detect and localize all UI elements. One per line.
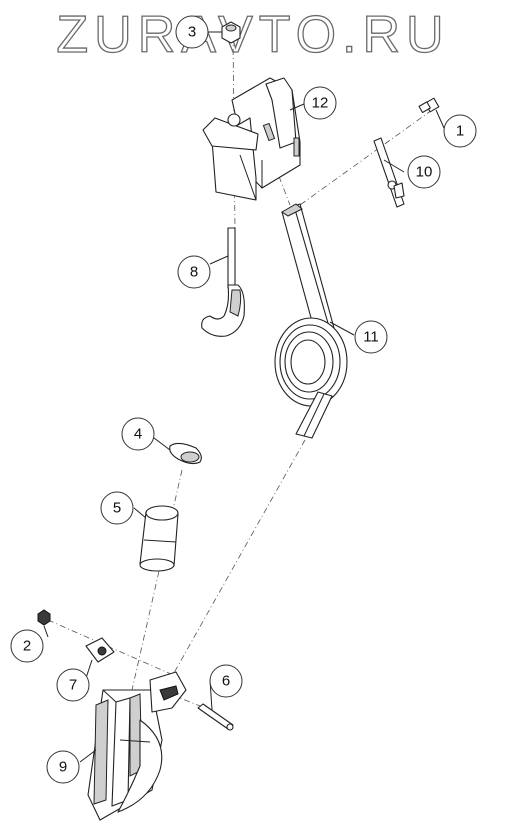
svg-text:9: 9 bbox=[59, 759, 67, 776]
leader-lines bbox=[43, 31, 445, 763]
part-7-plate bbox=[85, 637, 115, 663]
callout-7: 7 bbox=[56, 668, 90, 702]
svg-text:11: 11 bbox=[363, 329, 379, 346]
watermark-logo: ZURAVTO.RU bbox=[56, 6, 449, 64]
callout-11: 11 bbox=[354, 320, 388, 354]
svg-text:7: 7 bbox=[69, 677, 77, 694]
callout-1: 1 bbox=[443, 114, 477, 148]
callout-4: 4 bbox=[121, 417, 155, 451]
callout-12: 12 bbox=[303, 86, 337, 120]
callout-6: 6 bbox=[209, 664, 243, 698]
part-4-clip bbox=[169, 442, 202, 465]
callout-2: 2 bbox=[10, 629, 44, 663]
part-6-pin bbox=[197, 703, 234, 731]
part-12-bracket bbox=[202, 77, 301, 201]
callout-9: 9 bbox=[46, 750, 80, 784]
svg-text:1: 1 bbox=[456, 123, 464, 140]
svg-text:4: 4 bbox=[134, 426, 142, 443]
callout-10: 10 bbox=[407, 155, 441, 189]
part-2-nut bbox=[37, 609, 51, 626]
svg-text:12: 12 bbox=[312, 95, 329, 112]
svg-text:2: 2 bbox=[23, 638, 31, 655]
svg-text:8: 8 bbox=[190, 264, 198, 281]
callout-8: 8 bbox=[177, 255, 211, 289]
part-9-housing bbox=[87, 671, 187, 821]
part-11-spring bbox=[274, 203, 348, 439]
svg-text:6: 6 bbox=[222, 673, 230, 690]
part-1-bolt bbox=[418, 97, 440, 114]
part-8-hook-pin bbox=[201, 227, 245, 337]
svg-text:3: 3 bbox=[188, 24, 196, 41]
svg-text:10: 10 bbox=[416, 164, 433, 181]
part-3-nut bbox=[221, 21, 241, 44]
callout-3: 3 bbox=[175, 15, 209, 49]
callout-5: 5 bbox=[100, 491, 134, 525]
part-10-plate bbox=[373, 137, 405, 208]
part-5-sleeve bbox=[139, 505, 179, 572]
svg-text:5: 5 bbox=[113, 500, 121, 517]
